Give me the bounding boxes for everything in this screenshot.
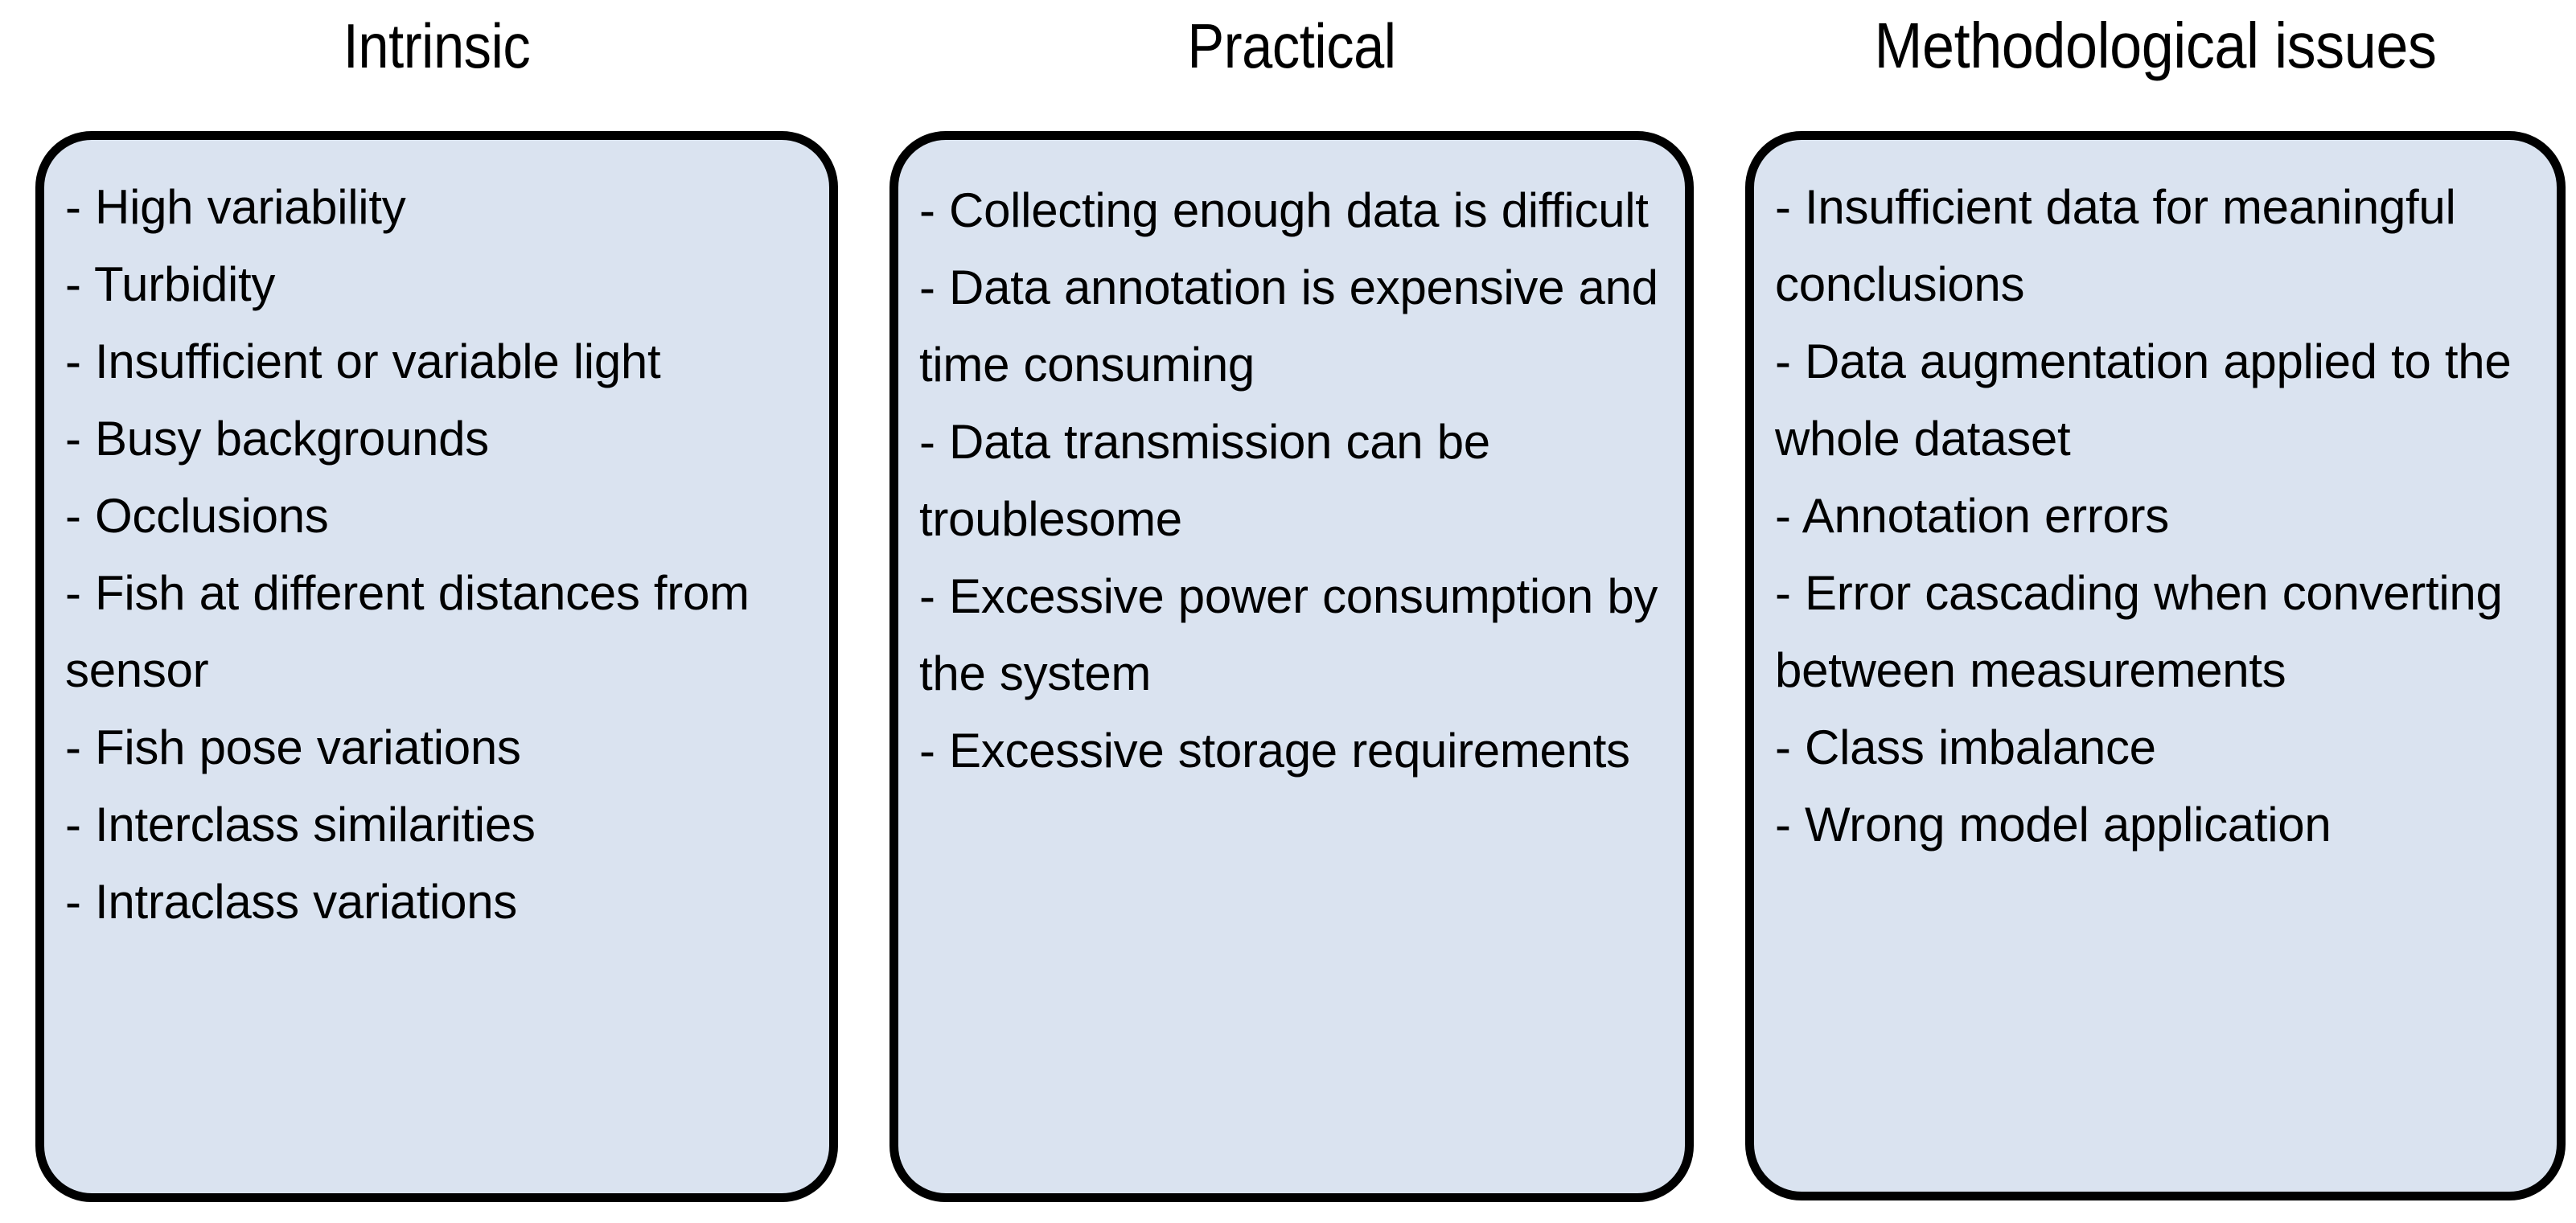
bullet-list-intrinsic: - High variability - Turbidity - Insuffi… [65,169,823,941]
column-title-intrinsic: Intrinsic [343,10,531,81]
card-practical: - Collecting enough data is difficult - … [889,131,1694,1202]
list-item: - Fish pose variations [65,720,521,774]
list-item: - Interclass similarities [65,798,536,852]
list-item: - Annotation errors [1775,489,2169,543]
list-item: - Wrong model application [1775,798,2332,852]
list-item: - Turbidity [65,257,276,311]
column-title-methodological-issues: Methodological issues [1874,10,2437,81]
list-item: - Collecting enough data is difficult [919,183,1649,237]
bullet-list-practical: - Collecting enough data is difficult - … [919,172,1678,790]
list-item: - Occlusions [65,489,329,543]
column-practical: Practical - Collecting enough data is di… [889,0,1694,1223]
bullet-list-methodological-issues: - Insufficient data for meaningful concl… [1775,169,2553,864]
column-methodological-issues: Methodological issues - Insufficient dat… [1745,0,2566,1223]
list-item: - Insufficient or variable light [65,334,661,388]
card-intrinsic: - High variability - Turbidity - Insuffi… [35,131,838,1202]
list-item: - Insufficient data for meaningful concl… [1775,180,2456,311]
list-item: - Excessive storage requirements [919,724,1630,778]
list-item: - High variability [65,180,406,234]
list-item: - Data augmentation applied to the whole… [1775,334,2512,466]
list-item: - Class imbalance [1775,720,2156,774]
column-intrinsic: Intrinsic - High variability - Turbidity… [35,0,838,1223]
list-item: - Data transmission can be troublesome [919,415,1490,546]
list-item: - Data annotation is expensive and time … [919,261,1658,392]
list-item: - Busy backgrounds [65,412,489,466]
column-title-practical: Practical [1187,10,1396,81]
card-methodological-issues: - Insufficient data for meaningful concl… [1745,131,2566,1200]
list-item: - Intraclass variations [65,875,517,929]
list-item: - Error cascading when converting betwee… [1775,566,2503,697]
list-item: - Excessive power consumption by the sys… [919,569,1658,700]
list-item: - Fish at different distances from senso… [65,566,750,697]
